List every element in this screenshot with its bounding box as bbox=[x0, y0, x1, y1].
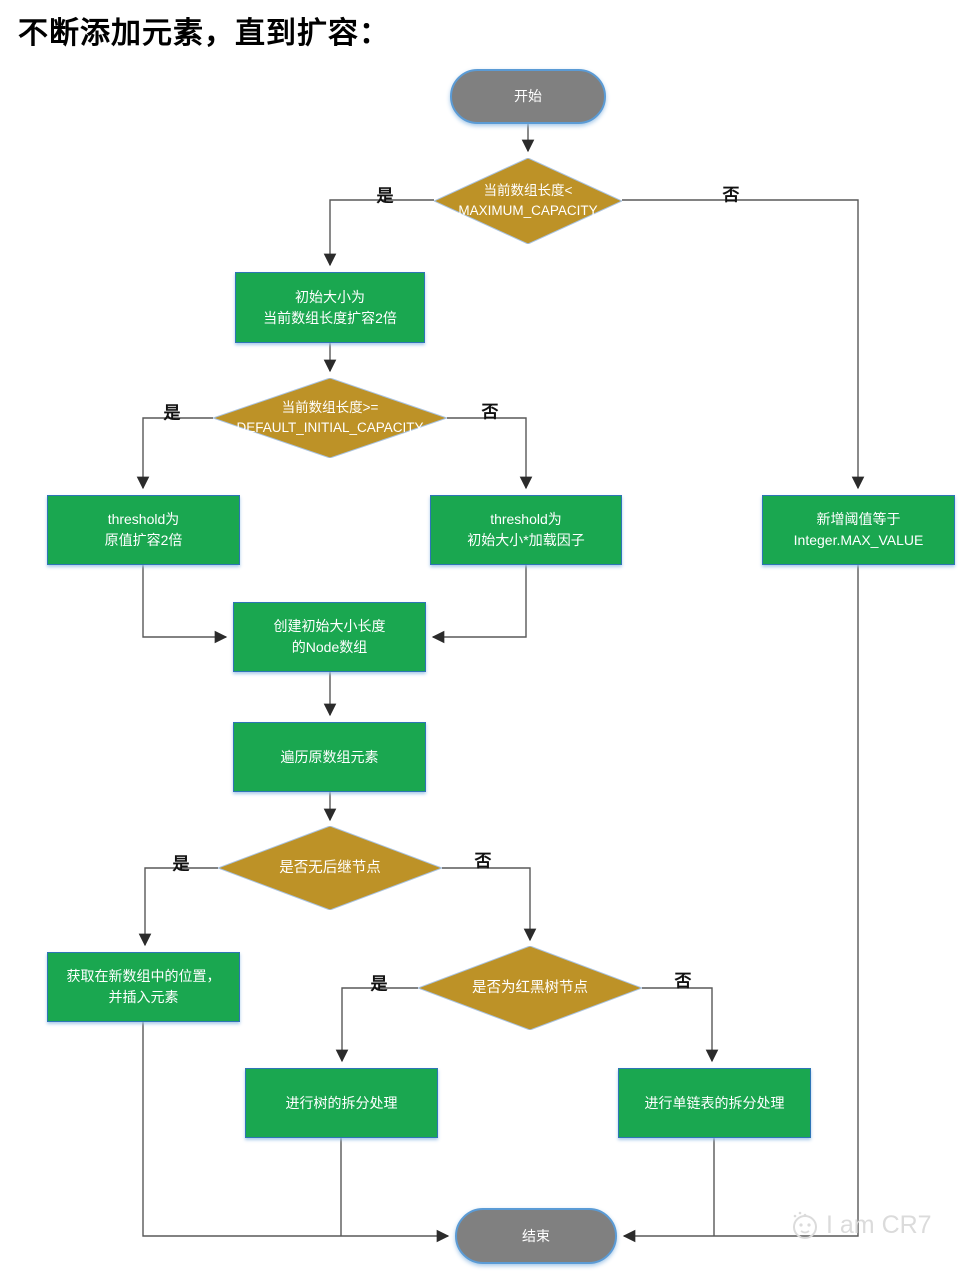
branch-label-initial-yes: 是 bbox=[163, 403, 181, 423]
start-node: 开始 bbox=[450, 69, 606, 124]
process-split-tree: 进行树的拆分处理 bbox=[245, 1068, 438, 1138]
connector-thresholddouble-to-nodearray bbox=[142, 565, 228, 644]
decision-red-black-check-label: 是否为红黑树节点 bbox=[472, 980, 588, 996]
decision-capacity-check: 当前数组长度< MAXIMUM_CAPACITY bbox=[434, 158, 622, 244]
process-insert-element-label: 获取在新数组中的位置， 并插入元素 bbox=[66, 968, 221, 1005]
diamond-shape bbox=[418, 946, 642, 1030]
connector-thresholdfactor-to-nodearray bbox=[431, 565, 527, 644]
process-split-linked-list: 进行单链表的拆分处理 bbox=[618, 1068, 811, 1138]
branch-label-capacity-yes: 是 bbox=[376, 186, 394, 206]
decision-initial-capacity-check-label: 当前数组长度>= DEFAULT_INITIAL_CAPACITY bbox=[236, 400, 424, 435]
connector-insert-to-end bbox=[142, 1022, 450, 1243]
connector-capacity-no bbox=[622, 199, 865, 490]
end-node: 结束 bbox=[455, 1208, 617, 1264]
start-node-label: 开始 bbox=[514, 88, 542, 104]
process-threshold-double: threshold为 原值扩容2倍 bbox=[47, 495, 240, 565]
process-create-node-array-label: 创建初始大小长度 的Node数组 bbox=[273, 618, 386, 655]
process-threshold-load-factor: threshold为 初始大小*加载因子 bbox=[430, 495, 622, 565]
decision-initial-capacity-check: 当前数组长度>= DEFAULT_INITIAL_CAPACITY bbox=[213, 378, 447, 458]
connector-capacity-yes bbox=[323, 199, 434, 267]
process-double-size-label: 初始大小为 当前数组长度扩容2倍 bbox=[263, 288, 397, 326]
branch-label-initial-no: 否 bbox=[481, 402, 499, 422]
connector-redblack-yes bbox=[335, 987, 418, 1063]
process-threshold-max: 新增阈值等于 Integer.MAX_VALUE bbox=[762, 495, 955, 565]
branch-label-successor-yes: 是 bbox=[172, 854, 190, 874]
process-split-linked-list-label: 进行单链表的拆分处理 bbox=[644, 1094, 785, 1111]
connector-redblack-no bbox=[642, 987, 719, 1063]
connector-thresholdmax-to-end bbox=[622, 565, 859, 1243]
end-node-label: 结束 bbox=[522, 1227, 550, 1244]
decision-no-successor-check-label: 是否无后继节点 bbox=[279, 860, 381, 876]
process-iterate-elements: 遍历原数组元素 bbox=[233, 722, 426, 792]
branch-label-redblack-yes: 是 bbox=[370, 974, 388, 994]
process-create-node-array: 创建初始大小长度 的Node数组 bbox=[233, 602, 426, 672]
decision-no-successor-check: 是否无后继节点 bbox=[218, 826, 442, 910]
connector-initialcheck-yes bbox=[136, 417, 213, 490]
branch-label-successor-no: 否 bbox=[474, 851, 492, 871]
process-split-tree-label: 进行树的拆分处理 bbox=[285, 1094, 398, 1111]
branch-label-capacity-no: 否 bbox=[722, 185, 740, 205]
process-threshold-load-factor-label: threshold为 初始大小*加载因子 bbox=[467, 511, 585, 548]
page-title: 不断添加元素，直到扩容： bbox=[18, 17, 390, 50]
process-double-size: 初始大小为 当前数组长度扩容2倍 bbox=[235, 272, 425, 343]
branch-label-redblack-no: 否 bbox=[674, 971, 692, 991]
decision-capacity-check-label: 当前数组长度< MAXIMUM_CAPACITY bbox=[458, 183, 598, 218]
connector-successor-yes bbox=[138, 867, 218, 947]
process-iterate-elements-label: 遍历原数组元素 bbox=[280, 748, 379, 765]
diamond-shape bbox=[213, 378, 447, 458]
process-threshold-max-label: 新增阈值等于 Integer.MAX_VALUE bbox=[793, 511, 924, 548]
process-threshold-double-label: threshold为 原值扩容2倍 bbox=[104, 511, 183, 548]
decision-red-black-check: 是否为红黑树节点 bbox=[418, 946, 642, 1030]
process-insert-element: 获取在新数组中的位置， 并插入元素 bbox=[47, 952, 240, 1022]
diamond-shape bbox=[218, 826, 442, 910]
diamond-shape bbox=[434, 158, 622, 244]
connector-successor-no bbox=[442, 867, 537, 942]
connector-initialcheck-no bbox=[447, 417, 533, 490]
